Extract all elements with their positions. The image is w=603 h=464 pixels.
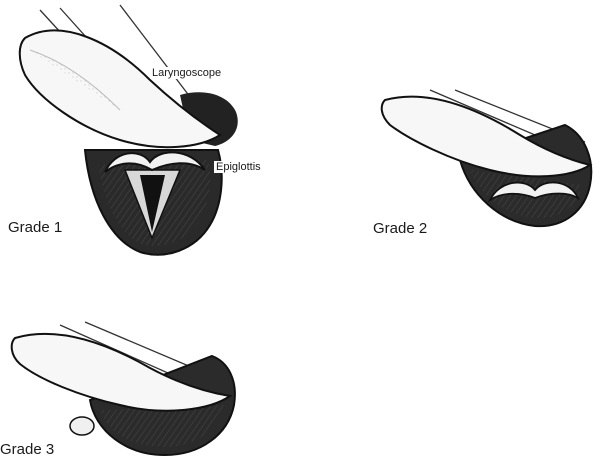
grade-1-illustration — [20, 5, 238, 255]
grade-3-illustration — [12, 322, 235, 455]
laryngoscope-blade — [20, 30, 220, 147]
grade-3-label: Grade 3 — [0, 441, 54, 458]
grade-2-label: Grade 2 — [373, 220, 427, 237]
grade-1-label: Grade 1 — [8, 219, 62, 236]
epiglottis-label: Epiglottis — [214, 161, 263, 173]
laryngoscope-label: Laryngoscope — [150, 67, 223, 79]
grade-2-illustration — [382, 90, 592, 226]
